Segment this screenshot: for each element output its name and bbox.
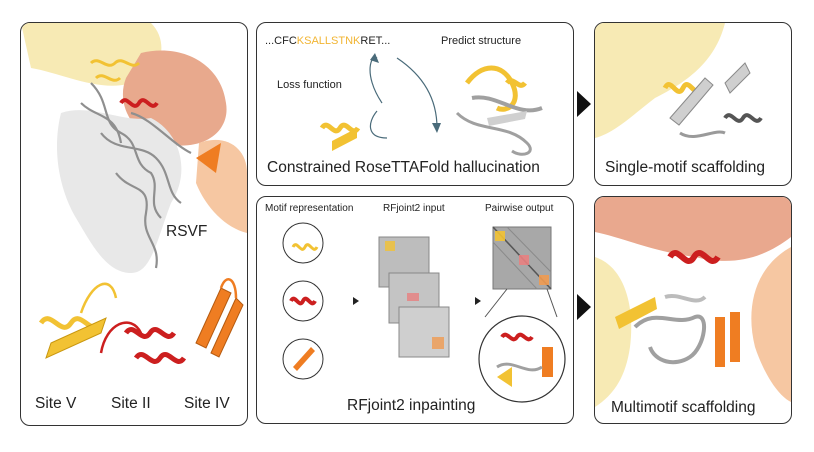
hallucination-caption: Constrained RoseTTAFold hallucination <box>267 159 540 176</box>
single-motif-panel: Single-motif scaffolding <box>594 22 792 186</box>
multimotif-caption: Multimotif scaffolding <box>611 399 756 416</box>
loss-function-label: Loss function <box>277 79 342 91</box>
multimotif-panel: Multimotif scaffolding <box>594 196 792 424</box>
site-iv-motif <box>195 278 244 358</box>
pairwise-output-label: Pairwise output <box>485 203 554 214</box>
site-iv-label: Site IV <box>184 395 230 412</box>
hallucination-illustration <box>319 53 543 156</box>
rsvf-site-ii-helix <box>119 98 159 108</box>
single-motif-illustration <box>595 23 763 139</box>
rfjoint2-input-stack <box>378 236 450 358</box>
site-ii-motif <box>99 321 187 364</box>
motif-representation-label: Motif representation <box>265 203 354 214</box>
rsvf-panel: RSVF Site V Site II Site IV <box>20 22 248 426</box>
site-ii-label: Site II <box>111 395 151 412</box>
rsvf-ribbon <box>80 82 192 269</box>
motif-representation-circles <box>282 222 324 380</box>
rsvf-site-v-helix <box>89 59 141 82</box>
pairwise-output-map <box>492 226 552 290</box>
hallucination-motif <box>319 122 361 151</box>
rfjoint2-input-label: RFjoint2 input <box>383 203 445 214</box>
multimotif-illustration <box>595 197 791 407</box>
site-v-label: Site V <box>35 395 77 412</box>
arrow-to-single-motif <box>577 91 591 117</box>
predict-structure-label: Predict structure <box>441 35 522 47</box>
sequence-text: ...CFCKSALLSTNKRET... <box>265 35 391 47</box>
single-motif-caption: Single-motif scaffolding <box>605 159 765 176</box>
rsvf-label: RSVF <box>166 223 208 240</box>
inpainting-panel: Motif representation RFjoint2 input Pair… <box>256 196 574 424</box>
site-v-motif <box>38 282 118 359</box>
rsvf-structure-illustration <box>21 23 247 364</box>
rsvf-site-iv-strand <box>196 143 221 173</box>
hallucination-panel: ...CFCKSALLSTNKRET... Predict structure … <box>256 22 574 186</box>
arrow-to-multimotif <box>577 294 591 320</box>
inpainting-illustration <box>282 222 566 403</box>
predicted-structure <box>455 65 543 156</box>
site-v-surface <box>21 23 162 86</box>
inpainting-caption: RFjoint2 inpainting <box>347 397 476 414</box>
output-structure-zoom <box>478 288 566 403</box>
rsvf-surface <box>56 110 182 273</box>
